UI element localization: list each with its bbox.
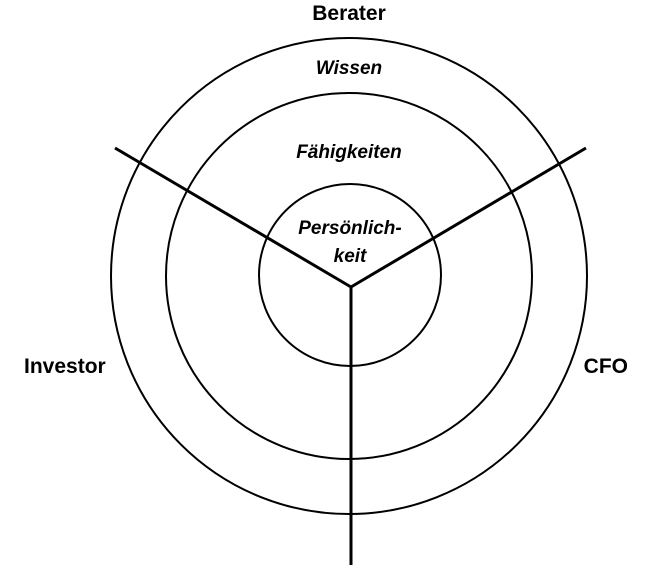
ring-label-wissen: Wissen	[316, 58, 382, 79]
divider-left	[114, 146, 352, 289]
middle-ring-faehigkeiten	[165, 92, 533, 460]
ring-label-faehigkeiten: Fähigkeiten	[296, 142, 402, 163]
role-label-investor: Investor	[24, 355, 106, 378]
role-label-cfo: CFO	[584, 355, 628, 378]
ring-label-persoenlichkeit-line1: Persönlich-	[298, 218, 401, 239]
divider-right	[350, 146, 587, 289]
role-label-berater: Berater	[312, 2, 386, 25]
outer-ring-wissen	[110, 37, 588, 515]
ring-label-persoenlichkeit-line2: keit	[334, 246, 367, 267]
